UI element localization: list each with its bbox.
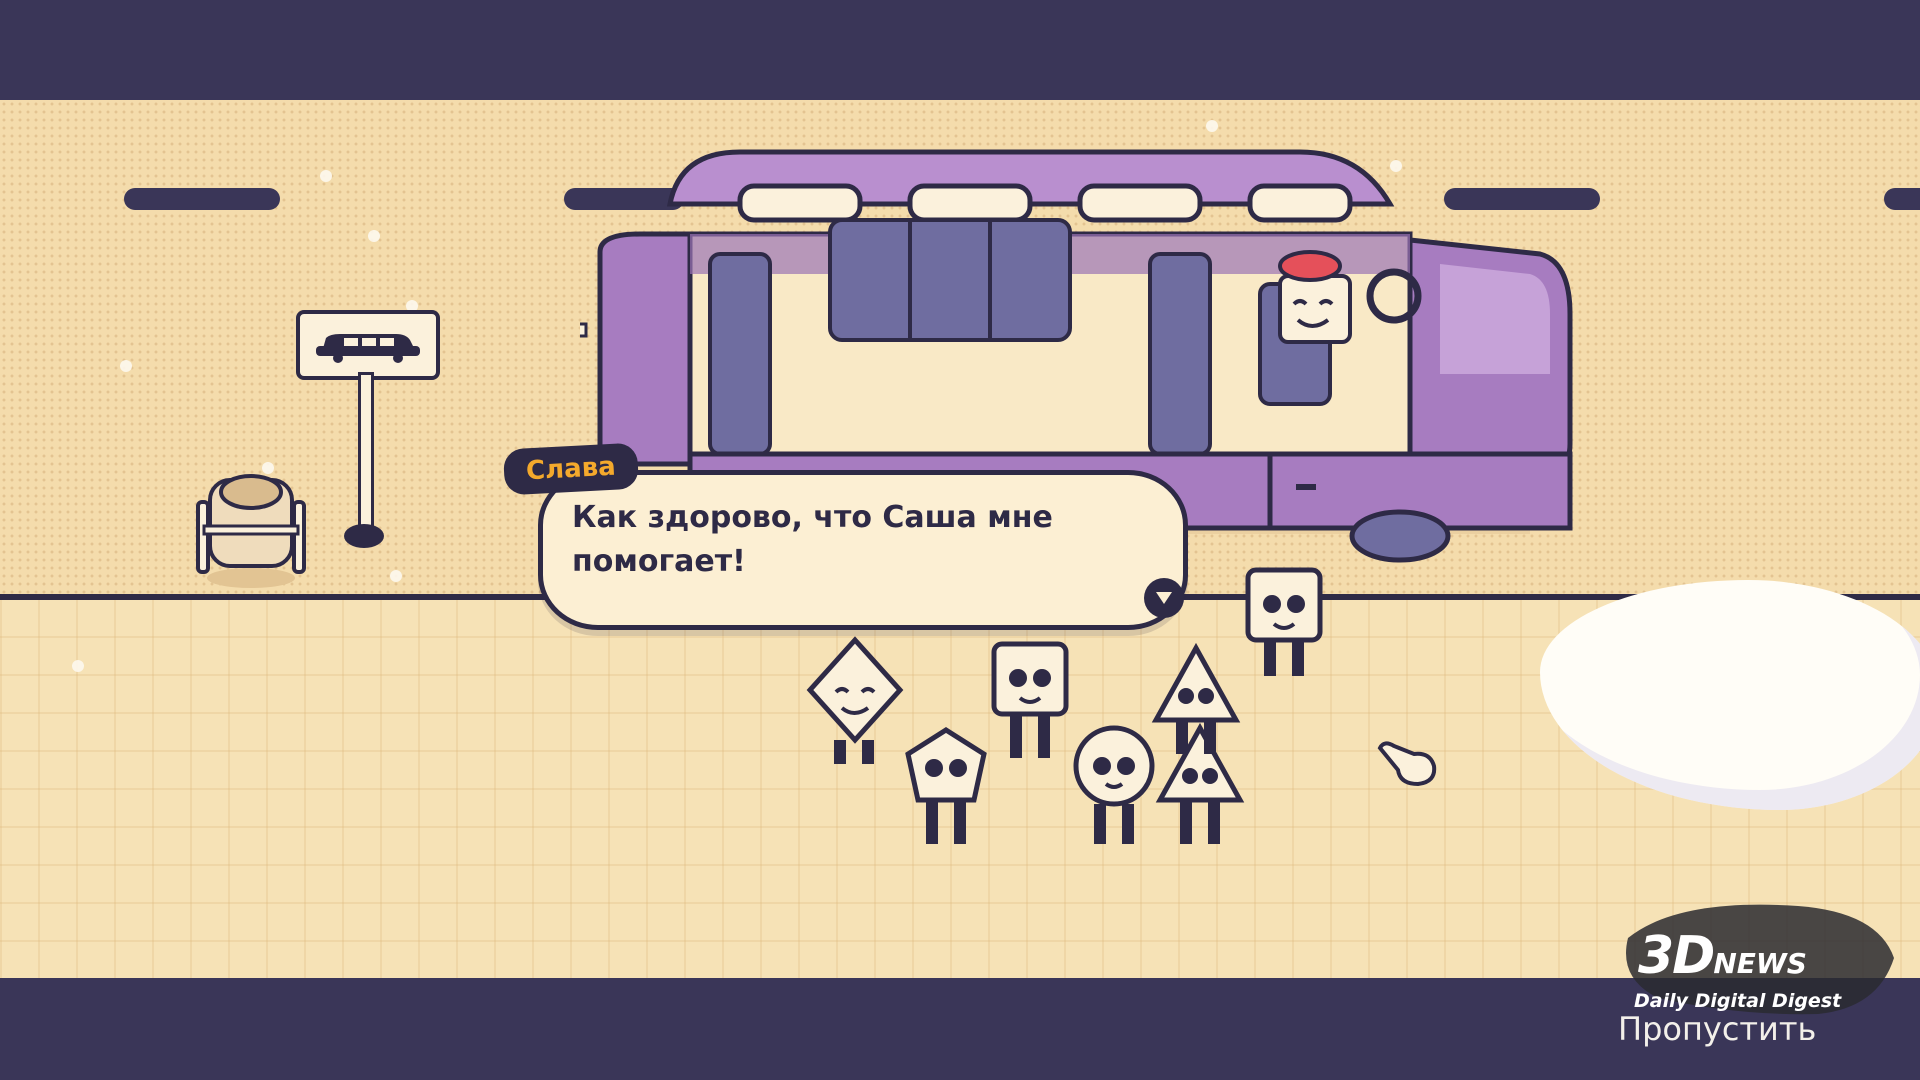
lane-marking [1884, 188, 1920, 210]
watermark: 3DNEWS Daily Digital Digest [1618, 898, 1898, 1018]
snowflake [120, 360, 132, 372]
hand-pointer-icon [1377, 741, 1437, 787]
snowflake [262, 462, 274, 474]
lane-marking [1444, 188, 1600, 210]
snowflake [368, 230, 380, 242]
character-triangle [1155, 722, 1245, 844]
snowflake [1206, 120, 1218, 132]
trash-bin [196, 474, 306, 588]
dialogue-line: Как здорово, что Саша мне [572, 500, 1053, 535]
letterbox-top [0, 0, 1920, 100]
dialogue-line: помогает! [572, 544, 746, 579]
character-triangle-back [1151, 642, 1241, 754]
lane-marking [124, 188, 280, 210]
advance-arrow [1156, 592, 1172, 604]
letterbox-bottom [0, 978, 1920, 1080]
watermark-logo-main: 3D [1638, 926, 1715, 986]
bus-stop-sign [296, 310, 440, 380]
snowflake [320, 170, 332, 182]
snowflake [406, 300, 418, 312]
watermark-logo-suffix: NEWS [1713, 947, 1807, 980]
character-circle [1073, 725, 1155, 844]
dialogue-text: Как здорово, что Саша мне помогает! [572, 496, 1132, 584]
down-triangle-icon[interactable] [1144, 578, 1184, 618]
character-diamond-happy [806, 636, 904, 764]
snowflake [390, 570, 402, 582]
snowflake [1390, 160, 1402, 172]
watermark-tagline: Daily Digital Digest [1634, 990, 1842, 1012]
dialogue-bubble[interactable] [538, 470, 1188, 630]
limousine-icon [316, 334, 420, 363]
snowflake [72, 660, 84, 672]
character-pentagon [905, 727, 987, 844]
watermark-logo: 3DNEWS [1638, 926, 1807, 986]
character-square [991, 641, 1069, 758]
lane-marking [564, 188, 684, 210]
speaker-name: Слава [502, 442, 639, 496]
skip-button[interactable]: Пропустить [1618, 1010, 1817, 1048]
brush-stroke-icon [1626, 904, 1894, 1015]
sign-post [358, 372, 374, 538]
character-square-right [1245, 567, 1323, 676]
sign-base [344, 524, 384, 548]
